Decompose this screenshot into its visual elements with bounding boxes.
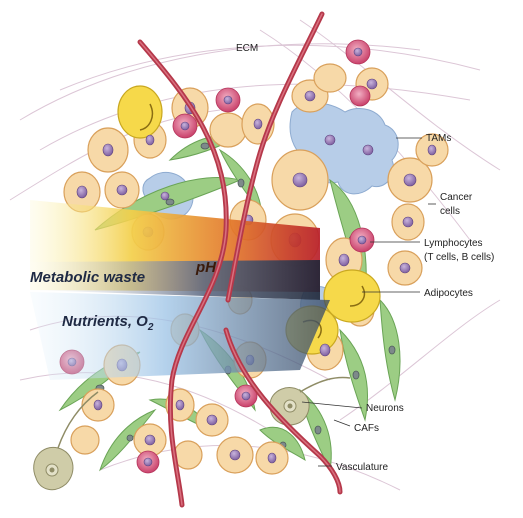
ecm-label: ECM xyxy=(236,43,258,54)
nutrients-label-main: Nutrients, O xyxy=(62,313,148,330)
adipocytes-label: Adipocytes xyxy=(424,288,473,299)
neurons-label: Neurons xyxy=(366,403,404,414)
lymphocytes-label-line1: Lymphocytes xyxy=(424,238,483,249)
cancer-cells-label-line2: cells xyxy=(440,206,460,217)
tams-label: TAMs xyxy=(426,133,451,144)
cafs-label: CAFs xyxy=(354,423,379,434)
lymphocytes-label-line2: (T cells, B cells) xyxy=(424,252,494,263)
cancer-cells-label-line1: Cancer xyxy=(440,192,473,203)
nutrients-gradient-wedge xyxy=(30,292,330,380)
nutrients-label-subscript: 2 xyxy=(147,322,154,333)
metabolic-waste-label: Metabolic waste xyxy=(30,269,145,286)
vasculature-label: Vasculature xyxy=(336,462,389,473)
ph-label: pH xyxy=(195,259,217,276)
